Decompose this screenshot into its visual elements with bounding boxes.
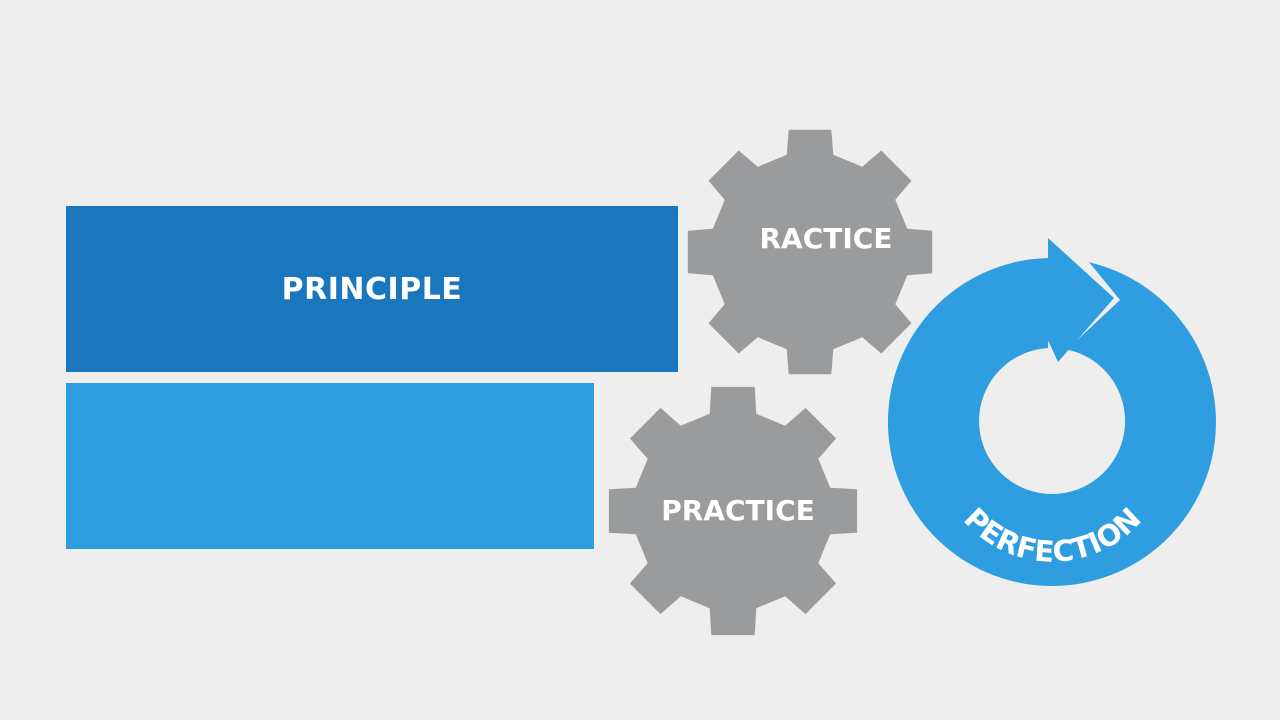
bottom-gear-icon bbox=[608, 386, 858, 636]
cycle-arrowhead-icon bbox=[1048, 238, 1114, 362]
blank-bar bbox=[66, 383, 594, 549]
bottom-gear-label: PRACTICE bbox=[661, 494, 815, 527]
principle-label: PRINCIPLE bbox=[281, 271, 463, 307]
principle-bar: PRINCIPLE bbox=[66, 206, 678, 372]
bottom-gear: PRACTICE bbox=[608, 386, 858, 636]
top-gear-icon bbox=[687, 129, 933, 375]
perfection-cycle: PERFECTION bbox=[887, 238, 1216, 586]
top-gear-label: RACTICE bbox=[760, 222, 893, 255]
circular-arrow-icon bbox=[887, 258, 1216, 586]
top-gear: RACTICE bbox=[687, 129, 933, 375]
